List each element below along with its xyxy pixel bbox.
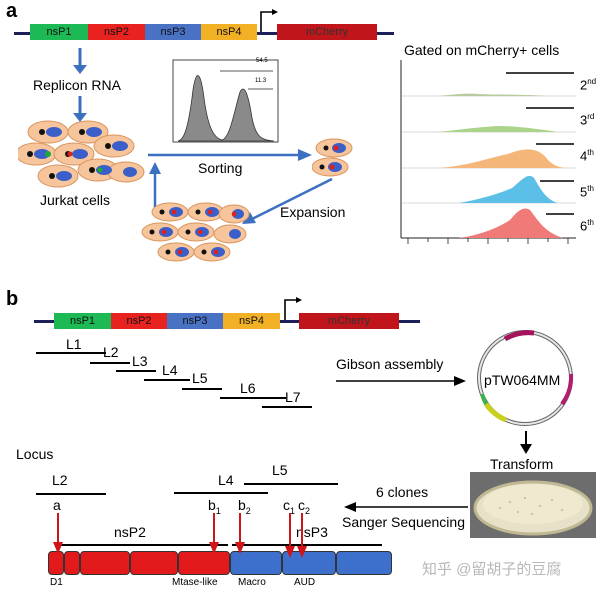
locus-segment-macro — [230, 551, 282, 575]
gene-nsp3-b: nsP3 — [167, 313, 223, 329]
expansion-label: Expansion — [280, 204, 346, 220]
expansion-arrow-icon — [242, 177, 333, 224]
gate-value-2: 11.3 — [255, 78, 267, 84]
gene-nsp3-a: nsP3 — [145, 24, 201, 40]
gene-nsp4-b: nsP4 — [223, 313, 280, 329]
fragment-l6-label: L6 — [240, 380, 256, 396]
fragment-l2-label: L2 — [103, 344, 119, 360]
gene-nsp1-b: nsP1 — [54, 313, 111, 329]
fragment-l3-line — [116, 370, 156, 372]
clones-label: 6 clones — [376, 484, 429, 500]
locus-fragment-l5-label: L5 — [272, 462, 288, 478]
fragment-l3-label: L3 — [132, 353, 148, 369]
plasmid-map — [477, 330, 574, 426]
promoter-arrow-icon — [284, 297, 302, 320]
site-c1-label: c1 — [283, 497, 296, 516]
gibson-assembly-label: Gibson assembly — [336, 356, 444, 372]
arrow-down-icon — [73, 96, 87, 122]
locus-segment-mtase — [178, 551, 230, 575]
mutation-arrow-c2-icon — [297, 513, 307, 558]
domain-aud-label: AUD — [294, 577, 316, 588]
arrow-down-icon — [73, 48, 87, 74]
locus-segment — [64, 551, 80, 575]
site-c2-label: c2 — [298, 497, 311, 516]
panel-a-letter: a — [6, 0, 18, 22]
locus-fragment-l2-line — [36, 493, 106, 495]
fragment-l2-line — [90, 362, 130, 364]
mutation-arrow-b1-icon — [209, 513, 219, 554]
round-label-3: 3rd — [580, 112, 595, 128]
fragment-l4-line — [144, 379, 190, 381]
fragment-l7-line — [262, 406, 312, 408]
gated-title: Gated on mCherry+ cells — [404, 42, 560, 58]
fragment-l1-line — [36, 352, 106, 354]
fragment-l5-label: L5 — [192, 370, 208, 386]
round-label-4: 4th — [580, 148, 594, 164]
fragment-l7-label: L7 — [285, 389, 301, 405]
fragment-l6-line — [220, 397, 286, 399]
locus-segment-d1 — [48, 551, 64, 575]
gene-nsp2-a: nsP2 — [88, 24, 145, 40]
site-a-label: a — [53, 497, 61, 513]
plasmid-label: pTW064MM — [484, 372, 561, 388]
mutation-arrow-a-icon — [53, 513, 63, 554]
expanded-cells-illustration — [141, 202, 250, 262]
nsp2-span-line — [56, 544, 228, 546]
fragment-l5-line — [182, 388, 222, 390]
locus-fragment-l2-label: L2 — [52, 472, 68, 488]
domain-d1-label: D1 — [50, 577, 63, 588]
petri-dish-image — [470, 472, 596, 538]
sorted-cells-illustration — [312, 138, 353, 177]
domain-macro-label: Macro — [238, 577, 266, 588]
site-b2-label: b2 — [238, 497, 251, 516]
site-b1-label: b1 — [208, 497, 221, 516]
fragment-l1-label: L1 — [66, 336, 82, 352]
mutation-arrow-c1-icon — [285, 513, 295, 558]
panel-b-letter: b — [6, 288, 19, 310]
gate-value-1: 54.5 — [256, 58, 268, 64]
fragment-l4-label: L4 — [162, 362, 178, 378]
nsp3-span-line — [232, 544, 382, 546]
sorting-label: Sorting — [198, 160, 243, 176]
transform-label: Transform — [490, 456, 554, 472]
locus-fragment-l5-line — [244, 483, 338, 485]
gibson-arrow-icon — [336, 376, 466, 386]
locus-nsp3-label: nsP3 — [296, 524, 328, 540]
locus-segment — [80, 551, 130, 575]
locus-segment — [130, 551, 178, 575]
gene-mcherry-b: mCherry — [299, 313, 399, 329]
transform-arrow-icon — [520, 431, 532, 454]
sanger-sequencing-label: Sanger Sequencing — [342, 514, 465, 530]
locus-fragment-l4-line — [174, 492, 268, 494]
flow-histogram — [172, 59, 279, 143]
locus-label: Locus — [16, 446, 54, 462]
round-label-2: 2nd — [580, 77, 597, 93]
locus-nsp2-label: nsP2 — [114, 524, 146, 540]
mutation-arrow-b2-icon — [235, 513, 245, 554]
gene-mcherry-a: mCherry — [277, 24, 377, 40]
promoter-arrow-icon — [260, 9, 278, 32]
replicon-rna-label: Replicon RNA — [33, 77, 121, 93]
gene-nsp4-a: nsP4 — [201, 24, 257, 40]
round-label-6: 6th — [580, 218, 594, 234]
stacked-histograms — [400, 60, 576, 244]
gene-nsp1-a: nsP1 — [30, 24, 88, 40]
sorting-arrow-icon — [148, 149, 312, 161]
locus-fragment-l4-label: L4 — [218, 472, 234, 488]
jurkat-cells-illustration — [18, 120, 145, 188]
jurkat-cells-label: Jurkat cells — [40, 192, 111, 208]
arrow-up-icon — [149, 162, 161, 208]
round-label-5: 5th — [580, 184, 594, 200]
locus-segment — [336, 551, 392, 575]
gene-nsp2-b: nsP2 — [111, 313, 167, 329]
watermark: 知乎 @留胡子的豆腐 — [422, 561, 562, 578]
domain-mtase-label: Mtase-like — [172, 577, 218, 588]
sequencing-arrow-icon — [344, 502, 468, 512]
